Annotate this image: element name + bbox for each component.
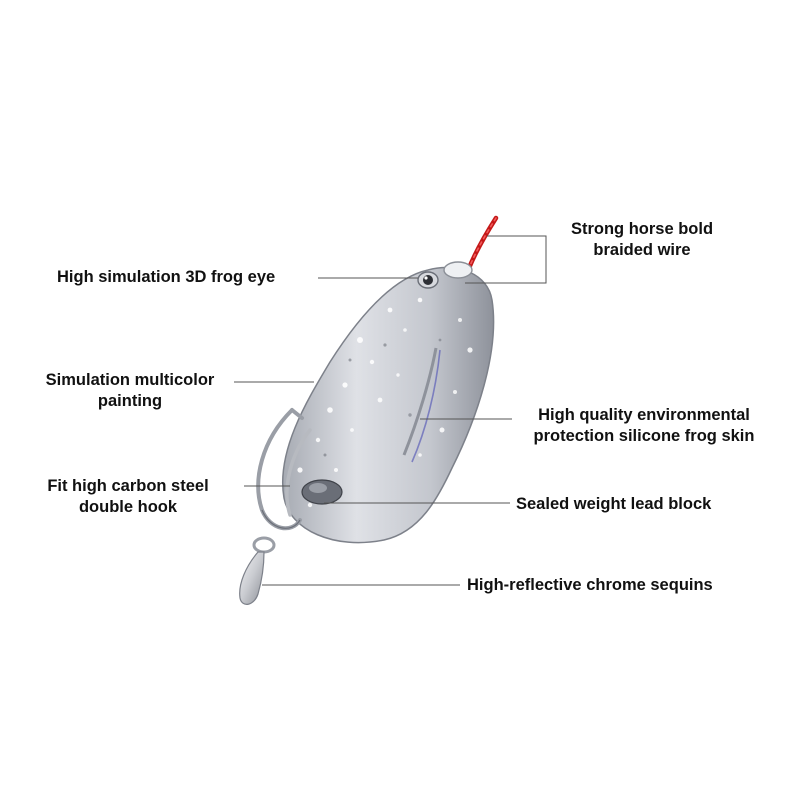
- lead-weight: [302, 480, 342, 504]
- callout-painting: Simulation multicolor painting: [30, 370, 230, 412]
- callout-frog-eye-text: High simulation 3D frog eye: [57, 267, 275, 288]
- chrome-sequin: [240, 538, 274, 604]
- callout-painting-line2: painting: [30, 391, 230, 412]
- callout-double-hook-line1: Fit high carbon steel: [18, 476, 238, 497]
- callout-lead-block: Sealed weight lead block: [516, 494, 711, 515]
- callout-double-hook-line2: double hook: [18, 497, 238, 518]
- callout-braided-wire: Strong horse bold braided wire: [556, 219, 728, 261]
- callout-braided-wire-line1: Strong horse bold: [556, 219, 728, 240]
- callout-braided-wire-line2: braided wire: [556, 240, 728, 261]
- callout-double-hook: Fit high carbon steel double hook: [18, 476, 238, 518]
- callout-frog-skin: High quality environmental protection si…: [510, 405, 778, 447]
- callout-sequins: High-reflective chrome sequins: [467, 575, 713, 596]
- callout-frog-skin-line1: High quality environmental: [510, 405, 778, 426]
- callout-frog-skin-line2: protection silicone frog skin: [510, 426, 778, 447]
- callout-sequins-text: High-reflective chrome sequins: [467, 575, 713, 596]
- callout-lead-block-text: Sealed weight lead block: [516, 494, 711, 515]
- callout-painting-line1: Simulation multicolor: [30, 370, 230, 391]
- callout-frog-eye: High simulation 3D frog eye: [57, 267, 275, 288]
